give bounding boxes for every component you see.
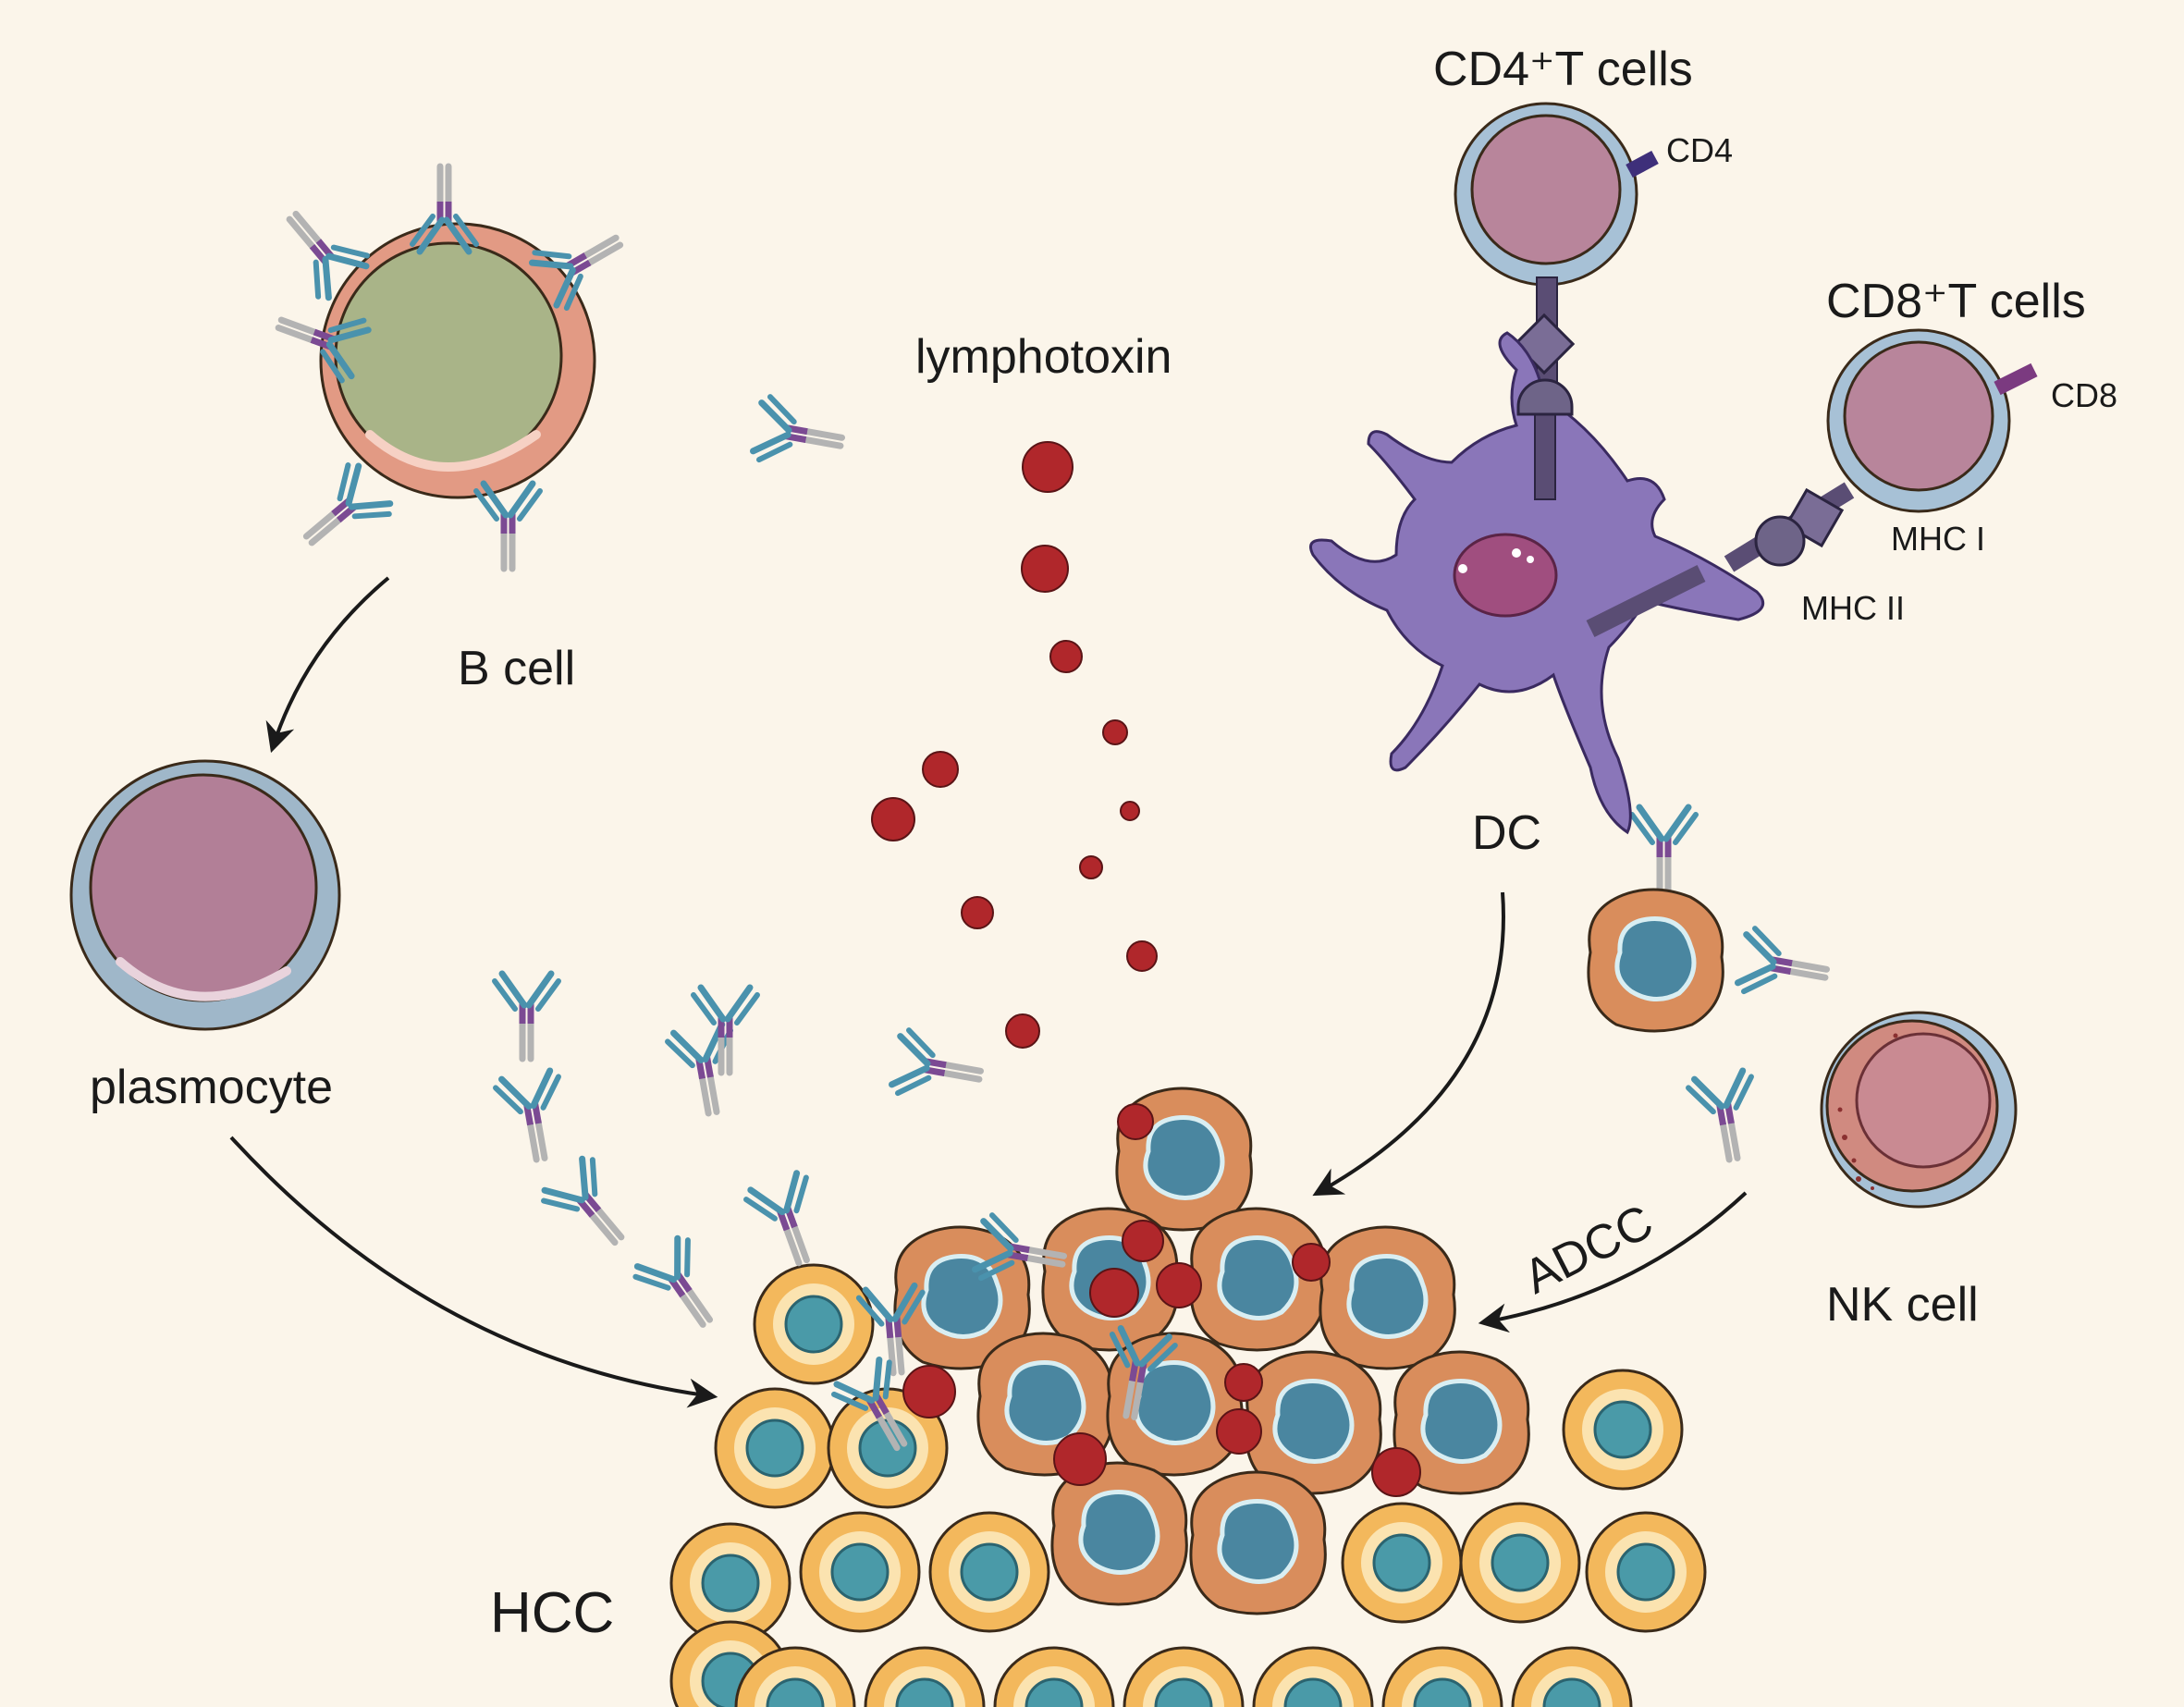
label-mhc-ii: MHC II [1801,589,1905,627]
nk-cell [1820,1011,2018,1209]
label-adcc: ADCC [1515,1195,1662,1305]
arrow-plasmocyte-to-hcc [229,1136,718,1408]
arrow-nk-to-hcc-adcc [1478,1191,1748,1333]
label-cd4: CD4 [1666,131,1733,169]
label-plasmocyte: plasmocyte [90,1061,333,1114]
dendritic-cell [1309,331,1806,835]
label-dc: DC [1472,806,1541,860]
label-lymphotoxin: lymphotoxin [915,330,1172,384]
label-hcc: HCC [490,1581,614,1645]
cd8-t-cell [1724,328,2038,572]
arrow-b-cell-to-plasmocyte [265,576,390,754]
label-cd8-t-cells: CD8⁺T cells [1826,275,2086,328]
plasmocyte [69,759,341,1031]
label-b-cell: B cell [458,642,575,695]
label-nk-cell: NK cell [1826,1278,1979,1332]
label-cd8: CD8 [2051,376,2117,414]
lymphotoxin-dots [871,441,1158,1049]
arrows [229,576,1748,1408]
arrow-dc-to-hcc [1312,891,1505,1197]
label-mhc-i: MHC I [1891,520,1985,558]
hcc-tumor-mass [669,1088,1707,1707]
b-cell [268,166,633,569]
adcc-target-cell [1589,890,1723,1031]
label-cd4-t-cells: CD4⁺T cells [1433,43,1693,96]
cd4-t-cell [1454,102,1659,408]
